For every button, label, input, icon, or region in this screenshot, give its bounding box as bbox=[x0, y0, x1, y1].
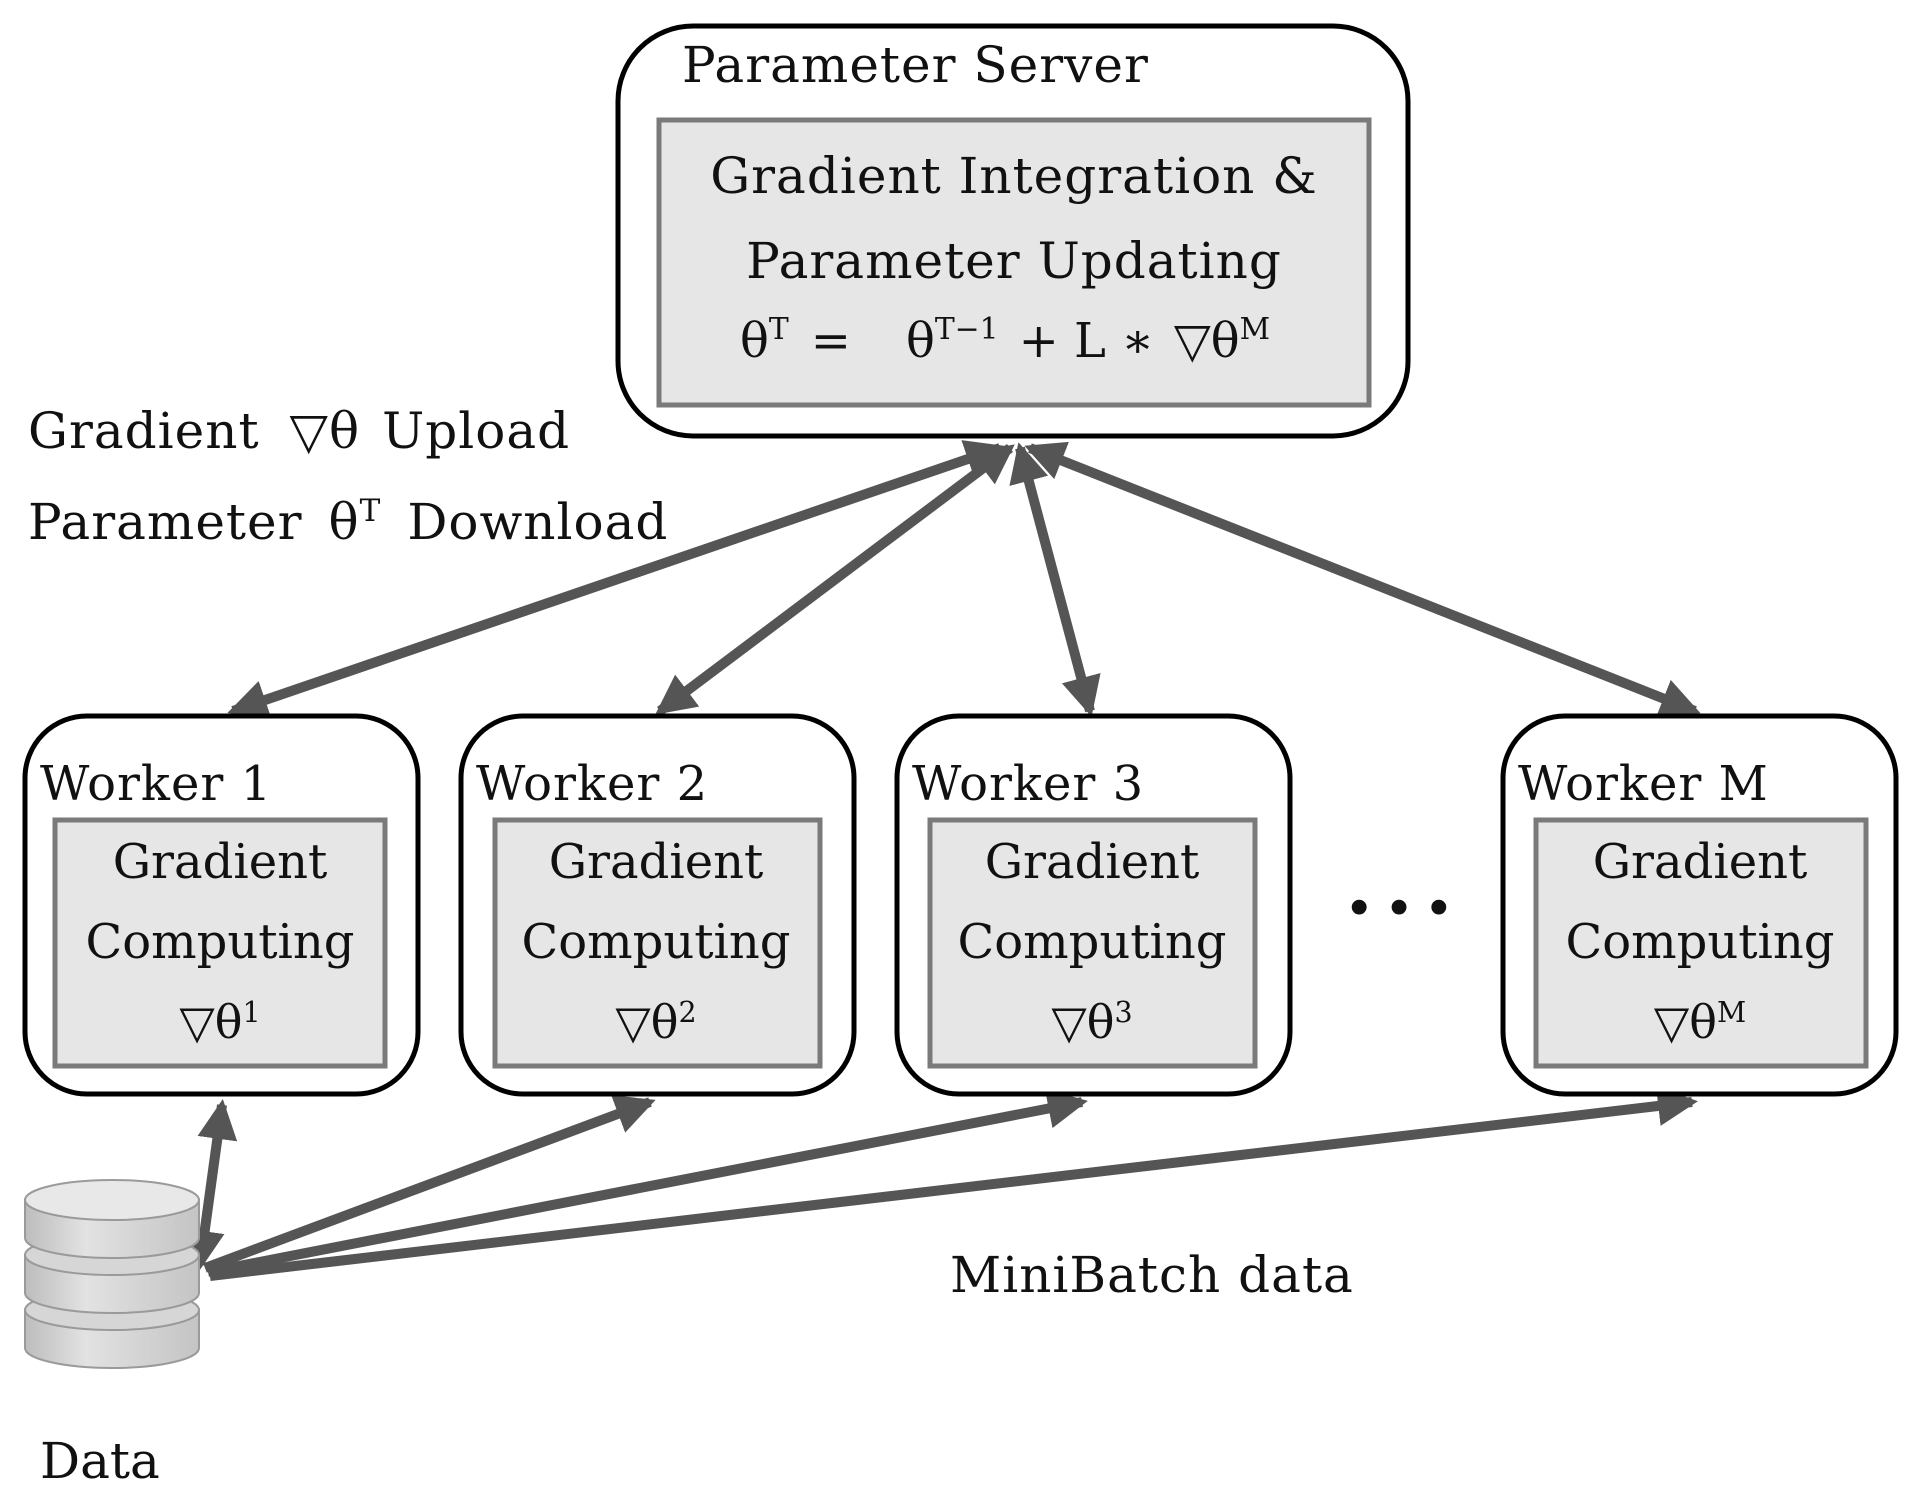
parameter-updating-label: Parameter Updating bbox=[746, 232, 1282, 290]
arrow-data-worker-m bbox=[209, 1086, 1698, 1281]
worker-2-gradient-box bbox=[492, 817, 823, 1069]
arrow-server-worker-1 bbox=[227, 440, 1006, 719]
worker-1-gradient-symbol: ▽θ1 bbox=[179, 995, 260, 1049]
update-formula: θT=θT−1+ L ∗▽θM bbox=[740, 312, 1270, 369]
worker-2-gradient-label: Gradient bbox=[549, 834, 764, 890]
worker-m-gradient-box bbox=[1533, 817, 1869, 1069]
arrows bbox=[184, 440, 1701, 1281]
worker-m-computing-label: Computing bbox=[1565, 914, 1834, 970]
worker-m-title: Worker M bbox=[1518, 756, 1769, 812]
worker-3-gradient-box bbox=[927, 817, 1258, 1069]
worker-3-title: Worker 3 bbox=[912, 756, 1144, 812]
arrow-data-worker-3 bbox=[207, 1088, 1088, 1277]
worker-m-gradient-symbol: ▽θM bbox=[1654, 995, 1746, 1049]
worker-2-computing-label: Computing bbox=[521, 914, 790, 970]
gradient-integration-box bbox=[656, 117, 1372, 408]
worker-3-computing-label: Computing bbox=[957, 914, 1226, 970]
arrow-server-worker-m bbox=[1024, 441, 1701, 718]
arrow-data-worker-1 bbox=[184, 1099, 238, 1271]
more-workers-ellipsis: ··· bbox=[1345, 860, 1465, 954]
database-icon bbox=[24, 1179, 200, 1369]
worker-2-gradient-symbol: ▽θ2 bbox=[615, 995, 696, 1049]
parameter-server-title: Parameter Server bbox=[682, 36, 1149, 94]
parameter-server: Parameter Server Gradient Integration & … bbox=[615, 23, 1411, 439]
worker-3-gradient-symbol: ▽θ3 bbox=[1051, 995, 1132, 1049]
worker-1: Worker 1 Gradient Computing ▽θ1 bbox=[22, 713, 421, 1097]
worker-1-gradient-label: Gradient bbox=[113, 834, 328, 890]
worker-3-gradient-label: Gradient bbox=[985, 834, 1200, 890]
worker-2-title: Worker 2 bbox=[476, 756, 708, 812]
arrow-data-worker-2 bbox=[203, 1095, 656, 1273]
arrow-server-worker-3 bbox=[1009, 442, 1101, 717]
worker-1-computing-label: Computing bbox=[85, 914, 354, 970]
data-label: Data bbox=[40, 1432, 160, 1490]
worker-1-gradient-box bbox=[52, 817, 388, 1069]
minibatch-data-label: MiniBatch data bbox=[950, 1246, 1354, 1304]
worker-3: Worker 3 Gradient Computing ▽θ3 bbox=[894, 713, 1293, 1097]
worker-m: Worker M Gradient Computing ▽θM bbox=[1500, 713, 1899, 1097]
worker-m-gradient-label: Gradient bbox=[1593, 834, 1808, 890]
worker-2: Worker 2 Gradient Computing ▽θ2 bbox=[458, 713, 857, 1097]
arrow-server-worker-2 bbox=[655, 444, 1015, 715]
worker-1-title: Worker 1 bbox=[40, 756, 272, 812]
gradient-integration-label: Gradient Integration & bbox=[710, 147, 1318, 205]
